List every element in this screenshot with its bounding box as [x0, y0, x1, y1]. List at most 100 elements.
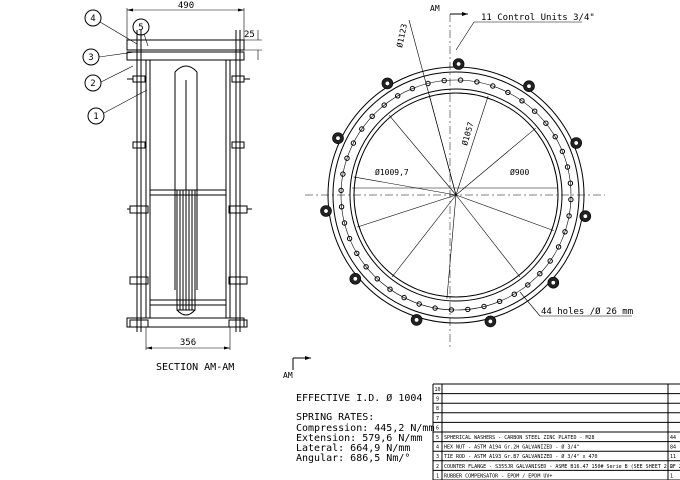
spec-notes: EFFECTIVE I.D. Ø 1004 SPRING RATES: Comp… [296, 392, 434, 464]
control-units [320, 58, 592, 328]
bom-item-qty: 11 [670, 454, 676, 460]
bom-item-qty: 84 [670, 445, 676, 451]
svg-text:4: 4 [90, 14, 95, 24]
bolt-hole [525, 282, 531, 288]
bolt-hole [344, 155, 350, 161]
label-d900: Ø900 [510, 167, 529, 177]
bolt-hole [340, 171, 346, 177]
tie-rods-right [228, 30, 248, 332]
control-unit [452, 58, 465, 70]
rate-extension: Extension: 579,6 N/mm [296, 433, 422, 444]
dim-top-490: 490 [178, 1, 194, 11]
bolt-hole [363, 264, 369, 270]
dimension-ray [357, 194, 457, 228]
control-unit [579, 210, 592, 222]
bolt-hole [496, 298, 503, 305]
balloon-2: 2 [84, 65, 134, 92]
bolt-hole [381, 102, 387, 108]
bom-item-desc: TIE ROD - ASTM A193 Gr.B7 GALVANIZED - Ø… [444, 453, 598, 460]
bolt-hole [490, 83, 496, 89]
bolt-hole [457, 77, 464, 83]
svg-text:1: 1 [93, 112, 98, 122]
bolt-hole [537, 271, 543, 277]
section-caption: SECTION AM-AM [156, 362, 234, 373]
bom-item-no: 9 [436, 397, 439, 403]
dimension-ray [455, 194, 554, 231]
bom-item-no: 1 [436, 473, 439, 479]
bom-item-desc: HEX NUT - ASTM A194 Gr.2H GALVANIZED - Ø… [444, 444, 579, 451]
bolt-hole [350, 140, 357, 146]
bolt-hole [346, 235, 353, 242]
section-mark-bottom: AM [283, 371, 293, 380]
tie-rods-left [129, 30, 149, 332]
section-view: 490 25 [82, 1, 262, 373]
bolt-hole [341, 220, 348, 226]
dimension-ray [353, 176, 457, 196]
bolt-hole [448, 307, 455, 313]
control-unit [547, 276, 560, 289]
spring-rates-title: SPRING RATES: [296, 412, 374, 423]
plan-circles [327, 66, 585, 324]
control-unit [381, 77, 394, 90]
bom-item-qty: 1 [670, 473, 673, 479]
bolt-hole [416, 301, 422, 307]
dimension-ray [455, 127, 536, 196]
bolt-hole [359, 126, 365, 132]
bom-item-no: 5 [436, 435, 439, 441]
bom-item-no: 6 [436, 425, 439, 431]
bolt-hole [338, 187, 344, 194]
bom-item-no: 10 [434, 387, 440, 393]
bolt-hole [547, 258, 553, 264]
bolt-hole [559, 148, 566, 155]
control-unit [349, 272, 362, 285]
bolt-circle [340, 79, 572, 311]
outer-rim-inner-circle [332, 71, 580, 319]
bolt-hole [432, 305, 438, 311]
rate-compression: Compression: 445,2 N/mm [296, 423, 434, 434]
bolt-hole [519, 98, 525, 104]
bom-item-desc: RUBBER COMPENSATOR - EPDM / EPDM UV+ [444, 473, 552, 479]
bom-item-desc: SPHERICAL WASHERS - CARBON STEEL ZINC PL… [444, 435, 595, 441]
bolt-hole [567, 180, 574, 186]
label-holes: 44 holes /Ø 26 mm [541, 306, 633, 317]
label-control-units: 11 Control Units 3/4" [481, 13, 595, 23]
dim-right-25: 25 [244, 30, 255, 40]
balloon-4: 4 [84, 9, 138, 45]
dimension-ray [455, 96, 489, 196]
effective-id: EFFECTIVE I.D. Ø 1004 [296, 392, 422, 404]
bolt-hole [387, 286, 393, 292]
bolt-hole [409, 85, 416, 92]
dimension-ray [455, 194, 521, 278]
bolt-hole [543, 120, 549, 126]
balloon-5: 5 [132, 18, 150, 47]
bolt-hole [562, 229, 568, 235]
bom-item-qty: 44 [670, 435, 676, 441]
control-unit [410, 314, 423, 326]
label-d1123: Ø1123 [394, 23, 409, 49]
bom-item-qty: 2 [670, 464, 673, 470]
bolt-hole [568, 196, 574, 203]
control-unit [570, 137, 583, 149]
bolt-hole [481, 303, 487, 310]
rate-lateral: Lateral: 664,9 N/mm [296, 443, 410, 454]
bolt-hole [374, 276, 380, 282]
bom-item-no: 4 [436, 445, 439, 451]
bom-item-no: 3 [436, 454, 439, 460]
bolt-hole [564, 164, 571, 170]
svg-text:2: 2 [90, 79, 95, 89]
bolt-hole [566, 213, 572, 219]
dimension-ray [391, 194, 457, 278]
dimension-ray [388, 115, 457, 196]
bolt-hole [505, 89, 511, 96]
inner-bore-circle [353, 92, 559, 298]
svg-text:3: 3 [88, 53, 93, 63]
control-unit [332, 132, 344, 144]
bolt-hole [401, 294, 407, 301]
bolt-hole [395, 93, 401, 99]
bolt-hole [511, 291, 517, 297]
top-flange-outer [126, 39, 245, 51]
bolt-hole [532, 108, 538, 114]
svg-text:5: 5 [138, 23, 143, 33]
